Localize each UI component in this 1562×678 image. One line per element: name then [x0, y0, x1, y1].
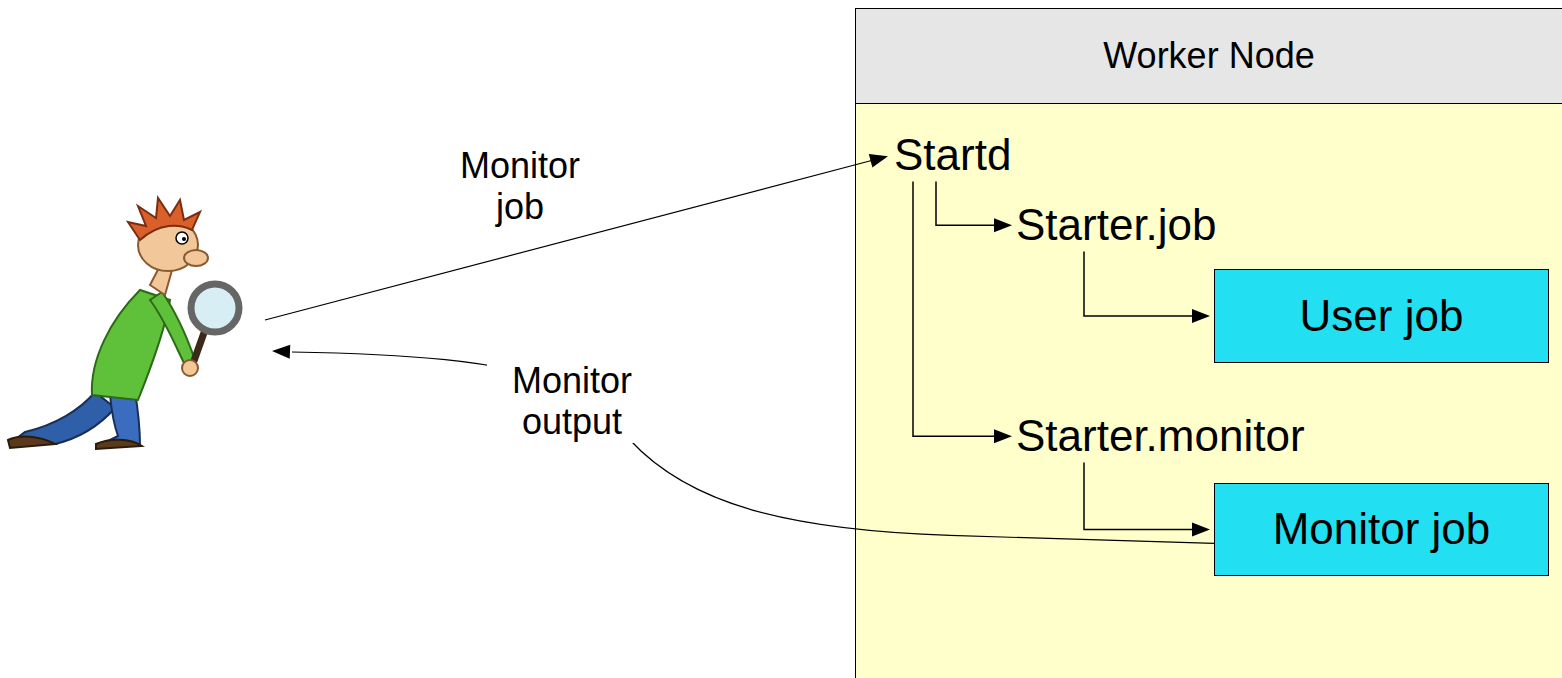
connector-line — [913, 181, 998, 436]
tree-connector — [1084, 251, 1210, 323]
connector-line — [1084, 462, 1196, 529]
node-text: Monitor job — [1273, 505, 1491, 553]
request-arrow — [265, 160, 873, 320]
starter-label: Starter.monitor — [1016, 412, 1305, 460]
arrow-head — [1192, 523, 1210, 537]
tree-connector — [1084, 462, 1210, 536]
node-text: Starter.monitor — [1016, 412, 1305, 460]
job-box: Monitor job — [1214, 483, 1549, 576]
arrow-head — [994, 429, 1012, 443]
arrow-label: Monitor job — [435, 145, 605, 228]
connector-line — [1084, 251, 1196, 316]
starter-label: Starter.job — [1016, 201, 1217, 249]
node-text: Startd — [894, 131, 1011, 179]
arrow-head — [869, 154, 888, 168]
job-box: User job — [1214, 269, 1549, 363]
tree-connector — [936, 181, 1012, 232]
node-text: User job — [1300, 292, 1464, 340]
tree-connector — [913, 181, 1012, 443]
frame-header: Worker Node — [856, 9, 1562, 104]
arrow-head — [1192, 309, 1210, 323]
arrow-label: Monitor output — [487, 360, 657, 443]
arrow-head — [272, 345, 290, 359]
output-arrow — [292, 352, 1214, 543]
connector-line — [936, 181, 998, 225]
daemon-label: Startd — [894, 131, 1011, 179]
node-text: Starter.job — [1016, 201, 1217, 249]
arrow-head — [994, 218, 1012, 232]
worker-node-frame: Worker NodeStartdStarter.jobUser jobStar… — [855, 8, 1562, 678]
